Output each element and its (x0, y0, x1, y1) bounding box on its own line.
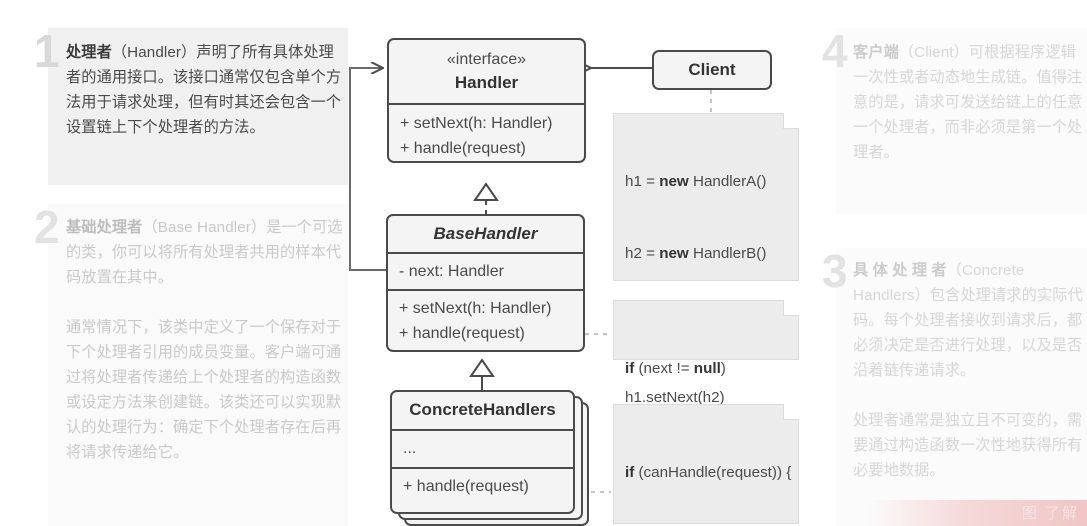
code-note-client: h1 = new HandlerA() h2 = new HandlerB() … (613, 113, 799, 478)
annotation-text-4: 客户端（Client）可根据程序逻辑一次性或者动态地生成链。值得注意的是，请求可… (853, 40, 1085, 165)
annotation-panel-3 (836, 248, 1087, 526)
class-box-basehandler[interactable]: BaseHandler - next: Handler + setNext(h:… (386, 214, 585, 352)
annotation-rest: 通常情况下，该类中定义了一个保存对于下个处理者引用的成员变量。客户端可通过将处理… (66, 319, 342, 461)
class-header-handler: «interface» Handler (389, 40, 584, 105)
annotation-paragraph: 具 体 处 理 者（Concrete Handlers）包含处理请求的实际代码。… (853, 258, 1085, 383)
class-box-concretehandlers[interactable]: ConcreteHandlers ... + handle(request) (390, 390, 575, 514)
class-member: + handle(request) (400, 140, 526, 157)
class-fields-concretehandlers: ... (392, 431, 573, 469)
annotation-number-1: 1 (34, 25, 60, 77)
class-methods-handler: + setNext(h: Handler) + handle(request) (389, 105, 584, 161)
code-line: h1.setNext(h2) (625, 389, 725, 406)
watermark-text: 图 了解 (1021, 505, 1079, 522)
class-member: - next: Handler (399, 263, 504, 280)
annotation-number-3: 3 (822, 245, 848, 297)
class-name: Client (688, 60, 736, 79)
annotation-text-3: 具 体 处 理 者（Concrete Handlers）包含处理请求的实际代码。… (853, 258, 1085, 483)
generalization-concrete-base (469, 358, 495, 390)
realization-basehandler-handler (473, 182, 499, 215)
code-line: h1 = new HandlerA() (625, 173, 767, 190)
class-methods-basehandler: + setNext(h: Handler) + handle(request) (388, 291, 583, 350)
annotation-lead: 处理者 (66, 44, 112, 61)
class-header-concretehandlers: ConcreteHandlers (392, 392, 573, 431)
watermark-bar (867, 500, 1087, 526)
code-note-concrete-handle: if (canHandle(request)) { // ... } else … (613, 404, 799, 524)
annotation-rest: （Base Handler）是一个可选的类，你可以将所有处理者共用的样本代码放置… (66, 219, 343, 286)
code-line: if (next != null) (625, 360, 726, 377)
annotation-paragraph: 基础处理者（Base Handler）是一个可选的类，你可以将所有处理者共用的样… (66, 215, 346, 290)
annotation-lead: 基础处理者 (66, 219, 143, 236)
class-stereotype: «interface» (446, 51, 527, 68)
annotation-paragraph: 客户端（Client）可根据程序逻辑一次性或者动态地生成链。值得注意的是，请求可… (853, 40, 1085, 165)
class-member: + setNext(h: Handler) (399, 300, 552, 317)
annotation-number-2: 2 (34, 201, 60, 253)
class-member: + handle(request) (403, 478, 529, 495)
annotation-lead: 具 体 处 理 者 (853, 262, 947, 279)
class-methods-concretehandlers: + handle(request) (392, 469, 573, 505)
class-name: ConcreteHandlers (409, 400, 556, 419)
class-box-client[interactable]: Client (652, 50, 772, 90)
annotation-number-4: 4 (822, 25, 848, 77)
annotation-rest: （Concrete Handlers）包含处理请求的实际代码。每个处理者接收到请… (853, 262, 1083, 379)
annotation-rest: （Handler）声明了所有具体处理者的通用接口。该接口通常仅包含单个方法用于请… (66, 44, 342, 136)
annotation-panel-1 (48, 28, 348, 185)
class-member: + setNext(h: Handler) (400, 115, 553, 132)
class-box-handler[interactable]: «interface» Handler + setNext(h: Handler… (387, 38, 586, 163)
class-header-basehandler: BaseHandler (388, 216, 583, 254)
class-fields-basehandler: - next: Handler (388, 254, 583, 291)
class-name: BaseHandler (433, 224, 538, 243)
code-note-base-handle: if (next != null) next.handle(request) (613, 300, 799, 449)
annotation-panel-2 (48, 204, 348, 526)
annotation-rest: （Client）可根据程序逻辑一次性或者动态地生成链。值得注意的是，请求可发送给… (853, 44, 1083, 161)
annotation-rest: 处理者通常是独立且不可变的，需要通过构造函数一次性地获得所有必要地数据。 (853, 412, 1083, 479)
annotation-text-1: 处理者（Handler）声明了所有具体处理者的通用接口。该接口通常仅包含单个方法… (66, 40, 344, 140)
annotation-lead: 客户端 (853, 44, 899, 61)
class-member: ... (403, 440, 417, 457)
class-member: + handle(request) (399, 325, 525, 342)
annotation-paragraph: 通常情况下，该类中定义了一个保存对于下个处理者引用的成员变量。客户端可通过将处理… (66, 315, 346, 465)
annotation-paragraph: 处理者（Handler）声明了所有具体处理者的通用接口。该接口通常仅包含单个方法… (66, 40, 344, 140)
annotation-paragraph: 处理者通常是独立且不可变的，需要通过构造函数一次性地获得所有必要地数据。 (853, 408, 1085, 483)
code-line: h2 = new HandlerB() (625, 245, 767, 262)
code-line: if (canHandle(request)) { (625, 464, 792, 481)
annotation-panel-4 (836, 28, 1087, 214)
annotation-text-2: 基础处理者（Base Handler）是一个可选的类，你可以将所有处理者共用的样… (66, 215, 346, 465)
class-name: Handler (454, 73, 519, 92)
